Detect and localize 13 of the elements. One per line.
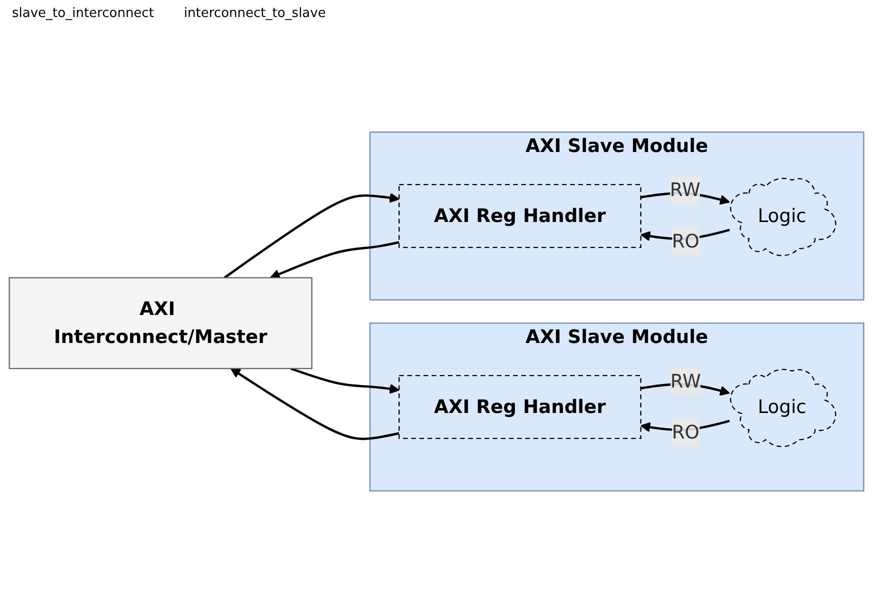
node-box: AXI Reg Handler xyxy=(398,375,642,439)
edge-label: RO xyxy=(672,230,700,252)
node-box: AXI Interconnect/Master xyxy=(8,277,312,370)
arrow xyxy=(290,367,400,394)
signal-label: interconnect_to_slave xyxy=(184,6,326,21)
edge-label: RW xyxy=(670,178,700,201)
arrow xyxy=(270,241,400,279)
signal-label: slave_to_interconnect xyxy=(12,6,154,21)
node-box: AXI Reg Handler xyxy=(398,184,642,248)
arrow xyxy=(230,368,400,440)
arrow xyxy=(224,192,400,279)
edge-label: RO xyxy=(672,420,700,443)
edge-label: RW xyxy=(670,370,701,392)
